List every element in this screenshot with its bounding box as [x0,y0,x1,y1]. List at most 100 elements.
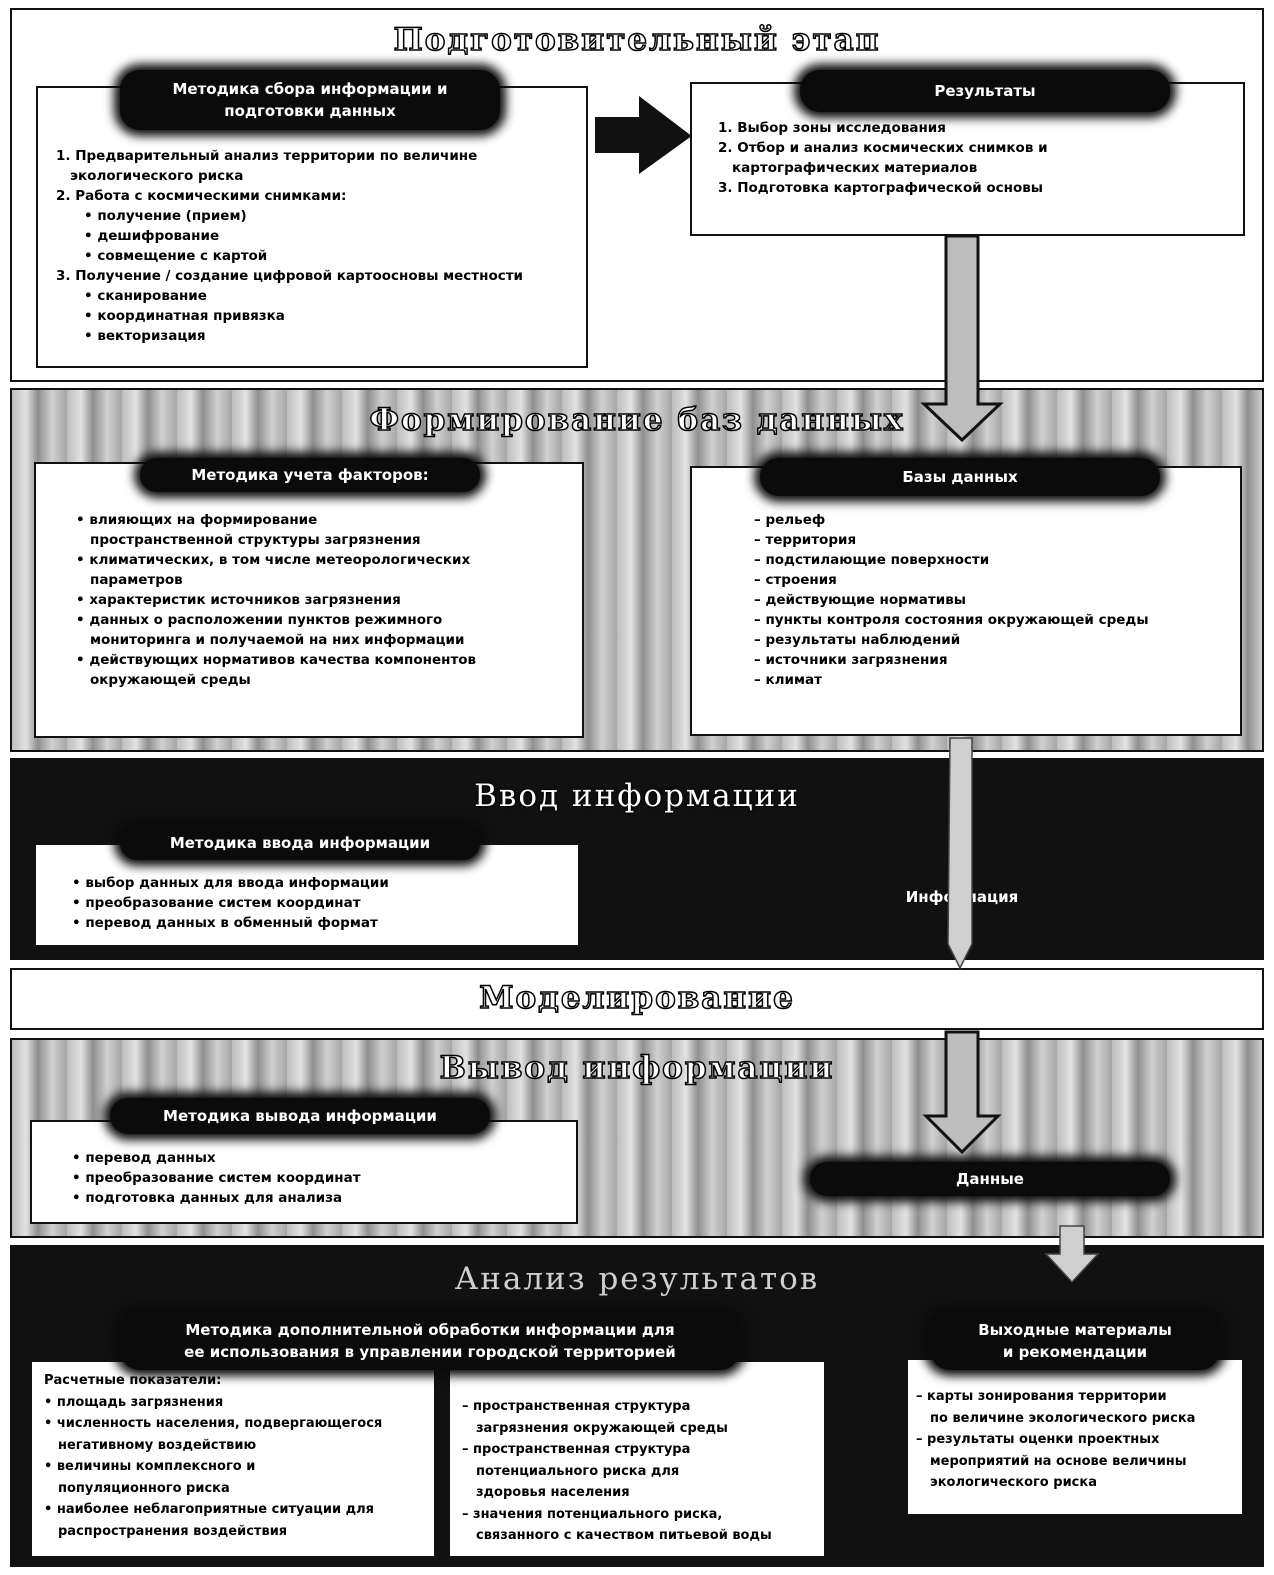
analysis-struct-list: – пространственная структура загрязнения … [462,1396,772,1547]
factor-item: • климатических, в том числе метеорологи… [76,552,471,568]
database-item: – пункты контроля состояния окружающей с… [754,612,1149,628]
arrow-results-to-databases [920,234,1004,443]
result-item: 2. Отбор и анализ космических снимков и [718,140,1048,156]
calc-item: • численность населения, подвергающегося [44,1416,383,1431]
arrow-modeling-to-output [922,1030,1002,1155]
method-item: 1. Предварительный анализ территории по … [56,148,478,164]
db-header-text: Базы данных [902,468,1018,486]
method-item: • совмещение с картой [84,248,268,264]
calc-item: распространения воздействия [58,1523,288,1539]
output-method-box: • перевод данных • преобразование систем … [30,1120,578,1224]
struct-item: загрязнения окружающей среды [476,1420,728,1436]
prep-method-header-line1: Методика сбора информации и [172,80,448,98]
struct-item: – значения потенциального риска, [462,1506,723,1522]
result-item: картографических материалов [732,160,978,176]
calc-item: • наиболее неблагоприятные ситуации для [44,1502,374,1517]
output-method-item: • перевод данных [72,1150,216,1166]
method-item: 3. Получение / создание цифровой картоос… [56,268,524,284]
output-result-label: Данные [810,1162,1170,1196]
db-list: – рельеф – территория – подстилающие повер… [754,510,1149,690]
analysis-calc-list: Расчетные показатели:• площадь загрязнен… [44,1370,382,1542]
arrow-databases-to-input [947,737,973,970]
prep-method-box: 1. Предварительный анализ территории по … [36,86,588,368]
input-method-box: • выбор данных для ввода информации • пре… [34,843,580,947]
analysis-out-header-line1: Выходные материалы [978,1321,1172,1339]
input-method-item: • выбор данных для ввода информации [72,875,389,891]
analysis-method-header: Методика дополнительной обработки информ… [120,1312,740,1370]
factor-item: окружающей среды [90,672,251,688]
method-item: • дешифрование [84,228,220,244]
struct-item: – пространственная структура [462,1399,691,1414]
db-method-list: • влияющих на формирование пространственн… [76,510,476,690]
db-method-header-text: Методика учета факторов: [191,466,429,484]
output-method-item: • преобразование систем координат [72,1170,361,1186]
stage-title-input: Ввод информации [474,778,800,814]
calc-item: • величины комплексного и [44,1459,256,1474]
method-item: • сканирование [84,288,207,304]
input-method-item: • перевод данных в обменный формат [72,915,378,931]
method-item: 2. Работа с космическими снимками: [56,188,347,204]
factor-item: пространственной структуры загрязнения [90,532,421,548]
factor-item: • действующих нормативов качества компон… [76,652,477,668]
factor-item: • данных о расположении пунктов режимног… [76,612,443,628]
stage-modeling: Моделирование [10,968,1264,1030]
db-method-box: • влияющих на формирование пространственн… [34,462,584,738]
method-item: экологического риска [70,168,244,184]
analysis-method-header-line1: Методика дополнительной обработки информ… [185,1321,675,1339]
struct-item: здоровья населения [476,1485,630,1500]
stage-title-modeling: Моделирование [478,979,795,1017]
output-material-item: по величине экологического риска [930,1410,1196,1426]
input-method-item: • преобразование систем координат [72,895,361,911]
stage-title-databases: Формирование баз данных [369,401,905,439]
analysis-method-header-line2: ее использования в управлении городской … [184,1343,676,1361]
struct-item: потенциального риска для [476,1463,680,1479]
method-item: • получение (прием) [84,208,247,224]
struct-item: – пространственная структура [462,1442,691,1457]
factor-item: мониторинга и получаемой на них информац… [90,632,465,648]
db-box: – рельеф – территория – подстилающие повер… [690,466,1242,736]
factor-item: • влияющих на формирование [76,512,318,528]
analysis-struct-box: – пространственная структура загрязнения … [448,1360,826,1558]
stage-title-preparatory: Подготовительный этап [393,21,881,59]
arrow-method-to-results [595,95,692,174]
prep-results-header: Результаты [800,70,1170,112]
db-method-header: Методика учета факторов: [140,458,480,492]
calc-item: Расчетные показатели: [44,1373,222,1388]
prep-method-list: 1. Предварительный анализ территории по … [56,146,523,346]
output-method-item: • подготовка данных для анализа [72,1190,343,1206]
input-method-list: • выбор данных для ввода информации • пре… [72,873,389,933]
calc-item: популяционного риска [58,1480,230,1496]
database-item: – строения [754,572,837,588]
prep-results-header-text: Результаты [934,82,1036,100]
database-item: – источники загрязнения [754,652,948,668]
arrow-output-to-analysis [1044,1225,1100,1284]
database-item: – действующие нормативы [754,592,966,608]
struct-item: связанного с качеством питьевой воды [476,1528,772,1543]
output-method-list: • перевод данных • преобразование систем … [72,1148,361,1208]
method-item: • координатная привязка [84,308,285,324]
stage-title-analysis: Анализ результатов [454,1261,820,1297]
calc-item: негативному воздействию [58,1437,257,1453]
database-item: – подстилающие поверхности [754,552,990,568]
analysis-out-header-line2: и рекомендации [1002,1343,1148,1361]
input-method-header-text: Методика ввода информации [169,834,431,852]
result-item: 3. Подготовка картографической основы [718,180,1044,196]
database-item: – климат [754,672,822,688]
output-material-item: мероприятий на основе величины [930,1453,1187,1469]
output-result-label-text: Данные [956,1170,1024,1188]
method-item: • векторизация [84,328,206,344]
stage-title-output: Вывод информации [439,1049,835,1087]
output-material-item: экологического риска [930,1475,1097,1490]
prep-method-header-line2: подготовки данных [224,102,396,120]
output-material-item: – результаты оценки проектных [916,1432,1160,1447]
factor-item: • характеристик источников загрязнения [76,592,401,608]
analysis-out-header: Выходные материалы и рекомендации [930,1312,1220,1370]
prep-method-header: Методика сбора информации и подготовки да… [120,70,500,130]
database-item: – рельеф [754,512,826,528]
db-header: Базы данных [760,458,1160,496]
database-item: – результаты наблюдений [754,632,961,648]
database-item: – территория [754,532,857,548]
